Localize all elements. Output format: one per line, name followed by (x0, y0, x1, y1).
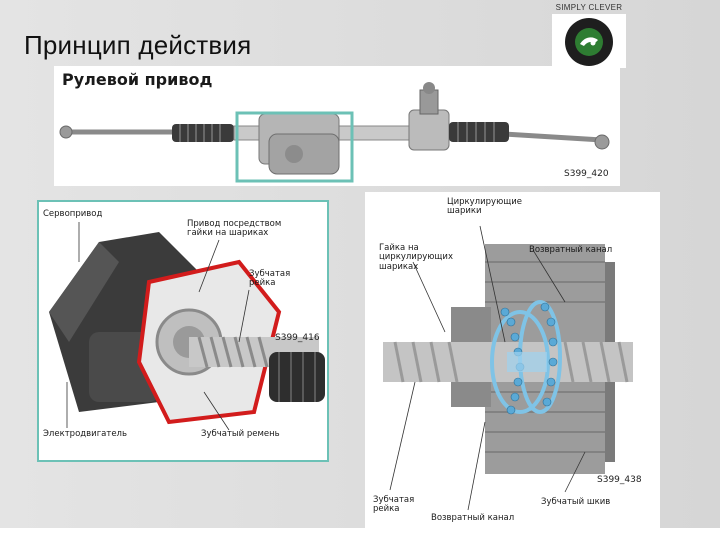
label-pulley: Зубчатый шкив (541, 497, 611, 507)
label-return-channel-bottom: Возвратный канал (431, 513, 515, 523)
label-ball-nut: Гайка на циркулирующих шариках (379, 243, 453, 272)
steering-gear-illustration (59, 82, 610, 183)
label-rack: Зубчатая рейка (249, 269, 291, 289)
label-return-channel-top: Возвратный канал (529, 245, 613, 255)
skoda-logo-icon (552, 14, 626, 68)
figure-code: S399_420 (564, 169, 609, 179)
ball-nut-illustration (383, 225, 633, 511)
label-ballnut-drive: Привод посредством гайки на шариках (187, 219, 282, 239)
servo-drive-panel: Сервопривод Привод посредством гайки на … (37, 200, 329, 462)
bottom-strip (0, 528, 720, 540)
figure-code: S399_416 (275, 333, 320, 343)
label-rack: Зубчатая рейка (373, 495, 415, 515)
label-belt: Зубчатый ремень (201, 429, 280, 439)
brand-slogan: SIMPLY CLEVER (555, 3, 623, 12)
label-circulating-balls: Циркулирующие шарики (447, 197, 522, 217)
servo-drive-illustration (49, 222, 325, 431)
label-motor: Электродвигатель (43, 429, 127, 439)
slide-title: Принцип действия (24, 30, 252, 60)
ball-nut-panel: Циркулирующие шарики Гайка на циркулирую… (365, 192, 660, 530)
figure-code: S399_438 (597, 475, 642, 485)
steering-gear-heading: Рулевой привод (62, 70, 213, 89)
label-servo: Сервопривод (43, 209, 103, 219)
steering-gear-panel: Рулевой привод (54, 66, 620, 186)
